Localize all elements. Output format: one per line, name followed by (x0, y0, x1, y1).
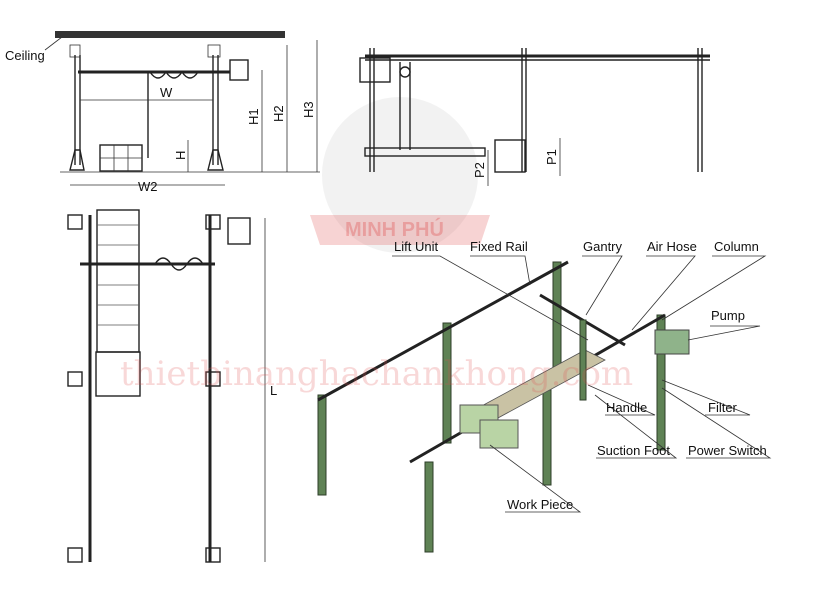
ceiling-bar (55, 31, 285, 38)
h2-dimension-label: H2 (271, 105, 286, 122)
h3-dimension-label: H3 (301, 101, 316, 118)
side-view: P2 P1 (359, 48, 710, 186)
pump (654, 329, 690, 355)
air-hose-label: Air Hose (647, 239, 697, 254)
fixed-rail-label: Fixed Rail (470, 239, 528, 254)
power-switch-label: Power Switch (688, 443, 767, 458)
front-view: Ceiling W W2 H H1 H2 H3 (5, 31, 320, 194)
gantry-label: Gantry (583, 239, 623, 254)
l-dimension-label: L (270, 383, 277, 398)
work-piece-label: Work Piece (507, 497, 573, 512)
site-watermark: thietbinanghachankhong.com (120, 354, 633, 394)
h-dimension-label: H (173, 151, 188, 160)
p1-dimension-label: P1 (544, 149, 559, 165)
w2-dimension-label: W2 (138, 179, 158, 194)
plan-view: L (67, 209, 277, 563)
h1-dimension-label: H1 (246, 108, 261, 125)
column-label: Column (714, 239, 759, 254)
p2-dimension-label: P2 (472, 162, 487, 178)
filter-label: Filter (708, 400, 738, 415)
lift-unit-label: Lift Unit (394, 239, 438, 254)
logo-text: MINH PHÚ (345, 217, 444, 241)
handle-label: Handle (606, 400, 647, 415)
ceiling-label: Ceiling (5, 48, 45, 63)
w-dimension-label: W (160, 85, 173, 100)
isometric-view: Lift Unit Fixed Rail Gantry Air Hose Col… (317, 239, 772, 553)
column (317, 394, 327, 496)
minh-phu-logo-watermark: MINH PHÚ (310, 97, 490, 253)
suction-foot-label: Suction Foot (597, 443, 670, 458)
pump-label: Pump (711, 308, 745, 323)
